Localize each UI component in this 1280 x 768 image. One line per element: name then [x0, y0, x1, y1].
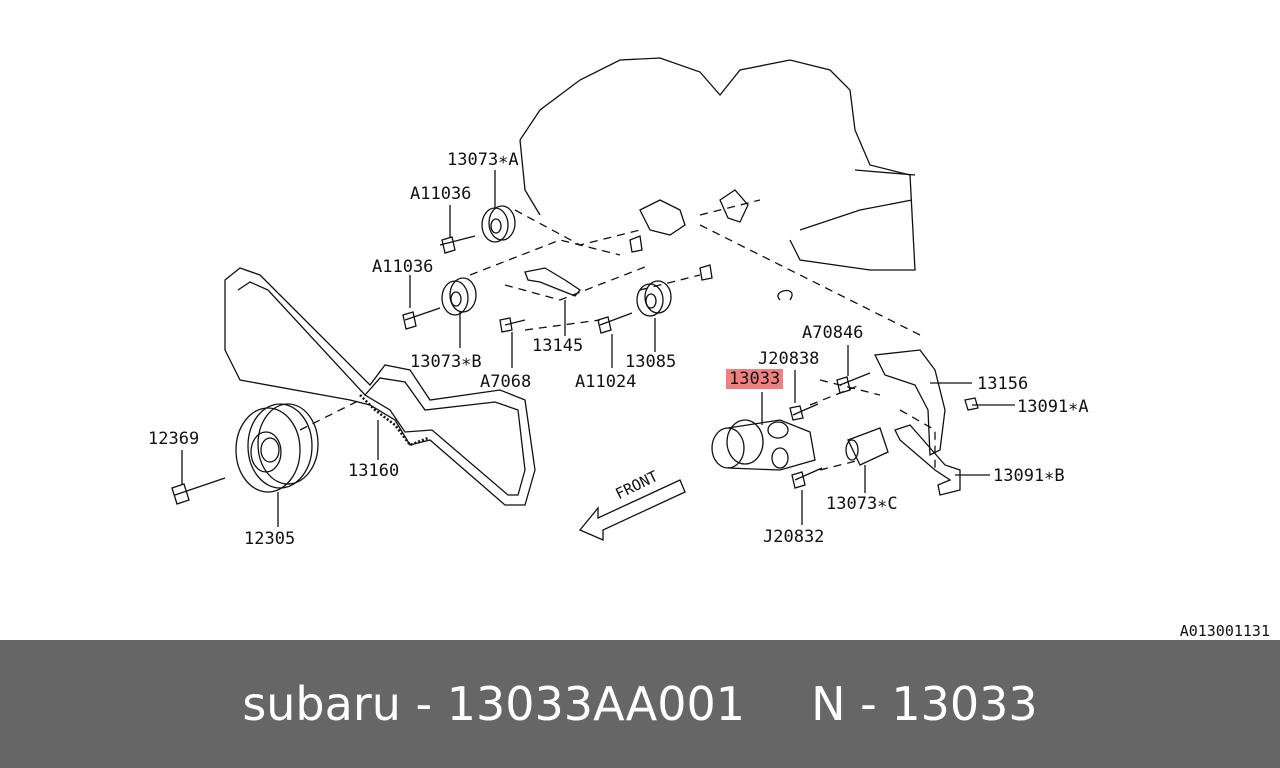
footer-bar: subaru - 13033AA001 N - 13033 — [0, 640, 1280, 768]
cam-sprocket — [629, 199, 713, 281]
label-a11024: A11024 — [575, 372, 637, 392]
leader-lines — [181, 170, 1015, 527]
tensioner-13033 — [711, 419, 816, 471]
bolts — [171, 235, 871, 505]
footer-part-number: subaru - 13033AA001 — [242, 677, 746, 731]
label-j20832: J20832 — [763, 527, 825, 547]
label-13091a: 13091∗A — [1017, 397, 1089, 417]
idler-pulley-a — [481, 205, 516, 243]
label-12369: 12369 — [148, 429, 200, 449]
bracket-13145 — [524, 267, 581, 297]
label-12305: 12305 — [244, 529, 296, 549]
label-13156: 13156 — [977, 374, 1029, 394]
front-arrow — [578, 479, 686, 541]
engine-block-outline — [519, 57, 916, 271]
crank-pulley-12305 — [235, 403, 319, 493]
timing-belt-13160 — [224, 267, 536, 506]
idler-pulley-13085 — [636, 280, 672, 317]
label-a11036-upper: A11036 — [410, 184, 472, 204]
footer-n-number: N - 13033 — [811, 677, 1038, 731]
label-13091b: 13091∗B — [993, 466, 1065, 486]
reference-code: A013001131 — [1179, 622, 1270, 640]
label-a7068: A7068 — [480, 372, 532, 392]
label-13160: 13160 — [348, 461, 400, 481]
label-13073c: 13073∗C — [826, 494, 898, 514]
label-a70846: A70846 — [802, 323, 864, 343]
adjuster-13073c — [845, 427, 889, 466]
idler-pulley-b — [441, 277, 477, 316]
label-13073b: 13073∗B — [410, 352, 482, 372]
diagram-drawing — [171, 57, 1015, 541]
label-13073a: 13073∗A — [447, 150, 519, 170]
label-a11036-lower: A11036 — [372, 257, 434, 277]
bracket-13091b — [894, 424, 961, 496]
label-13085: 13085 — [625, 352, 677, 372]
parts-diagram: 13073∗A A11036 A11036 13073∗B 13145 1308… — [148, 57, 1270, 640]
label-j20838: J20838 — [758, 349, 820, 369]
assembly-lines — [299, 199, 936, 471]
bracket-13156 — [874, 349, 946, 457]
label-13033-highlighted: 13033 — [726, 369, 784, 389]
label-13145: 13145 — [532, 336, 584, 356]
